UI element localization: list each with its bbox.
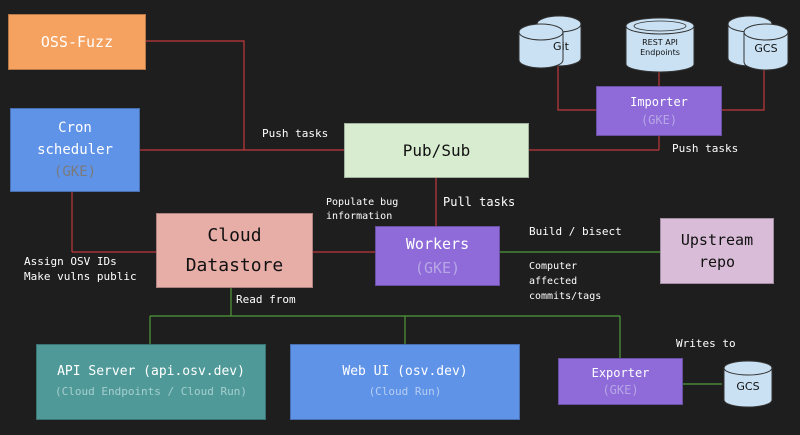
rest-api-label-line1: REST API [642, 38, 678, 47]
web-ui-title: Web UI (osv.dev) [342, 364, 468, 379]
exporter-subtitle: (GKE) [602, 382, 639, 397]
rest-api-label-line2: Endpoints [640, 48, 680, 57]
read-from-label: Read from [236, 293, 296, 306]
api-server-title: API Server (api.osv.dev) [57, 364, 245, 379]
importer-node: Importer (GKE) [596, 86, 722, 136]
push-tasks-label-left: Push tasks [262, 127, 329, 140]
pubsub-title: Pub/Sub [402, 141, 471, 160]
connector-gcs-importer [722, 66, 765, 111]
git-store: Git [517, 14, 599, 72]
pull-tasks-label: Pull tasks [443, 195, 516, 209]
pubsub-node: Pub/Sub [344, 123, 529, 178]
upstream-repo-node: Upstream repo [660, 218, 774, 284]
cron-subtitle: (GKE) [53, 164, 97, 180]
gcs-top-store: GCS [724, 14, 794, 72]
gcs-bottom-store: GCS [722, 360, 774, 408]
cron-title-line2: scheduler [37, 142, 113, 158]
git-label: Git [553, 40, 569, 53]
upstream-title-line2: repo [698, 253, 736, 271]
oss-fuzz-title: OSS-Fuzz [40, 33, 114, 51]
populate-bug-label: Populate bug information [326, 197, 399, 222]
datastore-title-line2: Datastore [185, 254, 284, 276]
api-server-node: API Server (api.osv.dev) (Cloud Endpoint… [36, 344, 266, 420]
gcs-bottom-label: GCS [736, 380, 760, 393]
connector-git-importer [557, 66, 596, 111]
oss-fuzz-node: OSS-Fuzz [8, 14, 146, 70]
rest-api-store: REST API Endpoints [620, 14, 700, 74]
writes-to-label: Writes to [676, 337, 736, 350]
gcs-top-label: GCS [754, 42, 778, 55]
connector-ossfuzz-pubsub [146, 40, 245, 150]
datastore-title-line1: Cloud [207, 224, 262, 246]
importer-subtitle: (GKE) [640, 113, 678, 127]
workers-node: Workers (GKE) [375, 226, 500, 286]
api-server-subtitle: (Cloud Endpoints / Cloud Run) [54, 385, 248, 398]
cloud-datastore-node: Cloud Datastore [156, 213, 313, 288]
web-ui-subtitle: (Cloud Run) [368, 385, 442, 398]
cron-scheduler-node: Cron scheduler (GKE) [10, 108, 140, 192]
web-ui-node: Web UI (osv.dev) (Cloud Run) [290, 344, 520, 420]
computer-affected-label: Computer affected commits/tags [529, 261, 602, 302]
exporter-title: Exporter [591, 365, 650, 380]
importer-title: Importer [630, 95, 688, 109]
build-bisect-label: Build / bisect [529, 225, 622, 238]
cron-title-line1: Cron [58, 120, 92, 136]
push-tasks-label-right: Push tasks [672, 142, 739, 155]
upstream-title-line1: Upstream [680, 231, 754, 249]
assign-ids-label: Assign OSV IDs Make vulns public [24, 255, 137, 283]
exporter-node: Exporter (GKE) [558, 358, 683, 405]
workers-title: Workers [405, 235, 470, 253]
workers-subtitle: (GKE) [414, 259, 461, 277]
